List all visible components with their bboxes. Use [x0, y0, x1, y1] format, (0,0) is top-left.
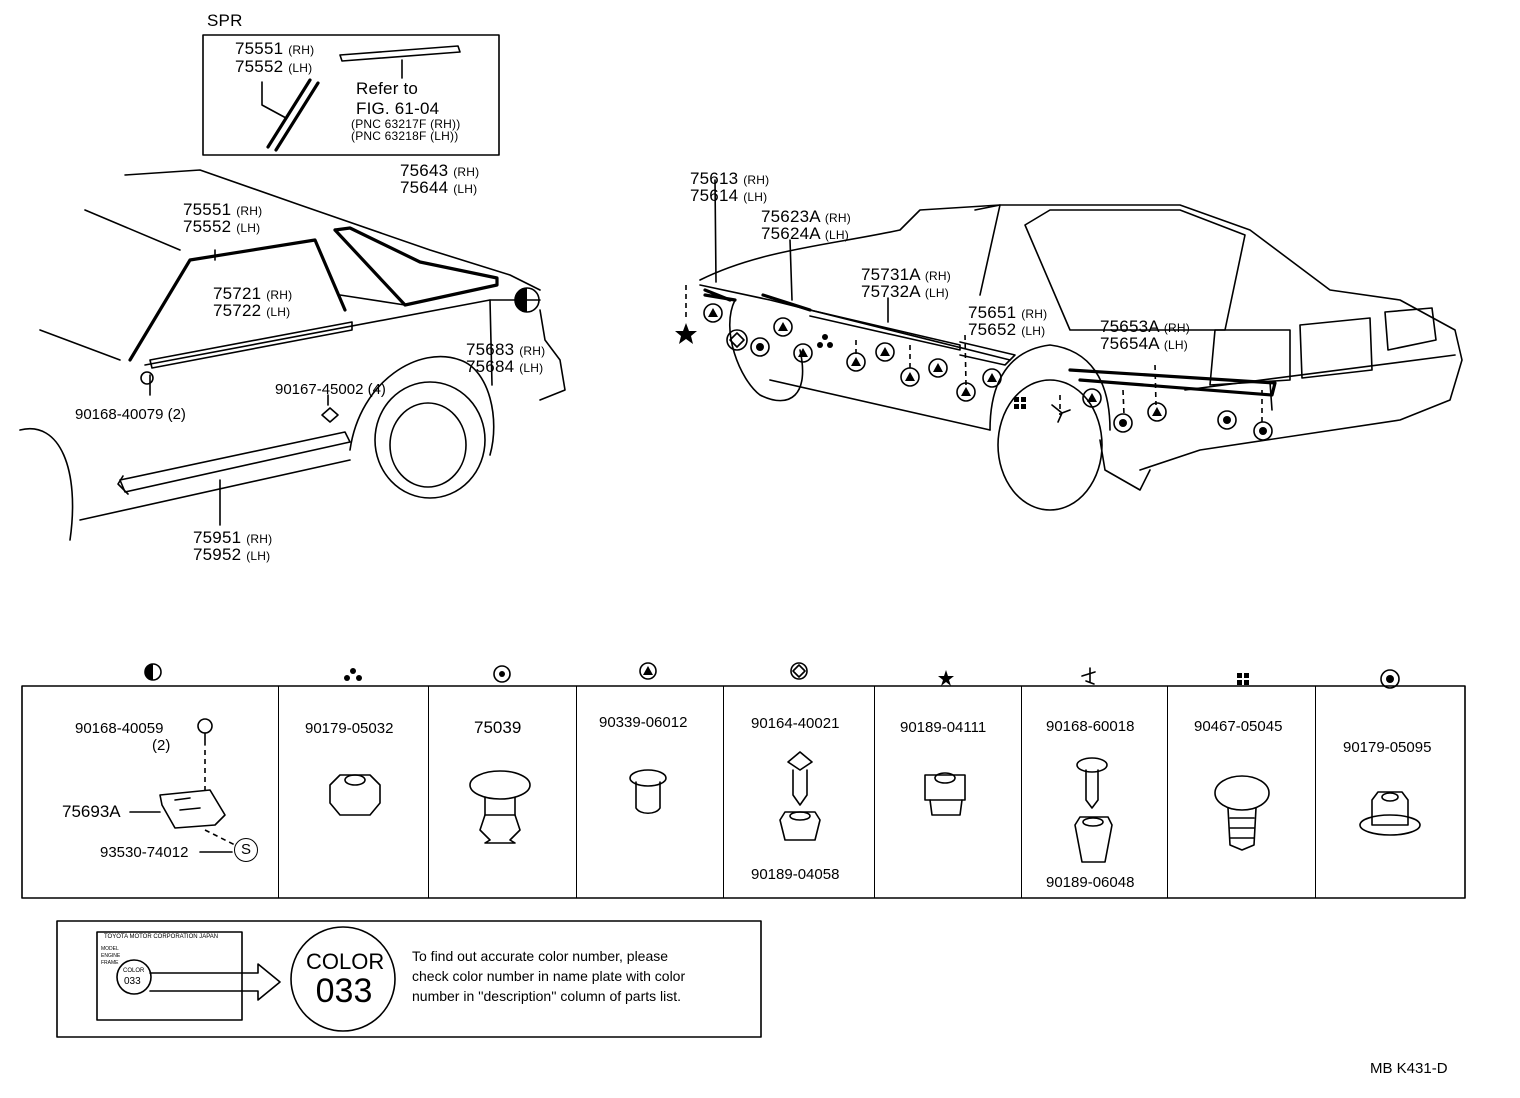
- spr-title: SPR: [207, 11, 243, 30]
- table-divider: [278, 686, 279, 898]
- part-90164-40021: 90164-40021: [751, 715, 840, 732]
- plate-small-num: 033: [124, 976, 141, 987]
- left-car-drawing: [19, 169, 566, 541]
- label-75624A: 75624A (LH): [761, 224, 849, 243]
- spr-molding-top: [339, 45, 461, 62]
- color-circle: [290, 926, 396, 1032]
- part-90168-60018: 90168-60018: [1046, 718, 1135, 735]
- table-divider: [1167, 686, 1168, 898]
- plate-corp: TOYOTA MOTOR CORPORATION JAPAN: [104, 934, 219, 940]
- spr-pnc-rh: (PNC 63217F (RH)): [351, 117, 461, 131]
- spr-part-rh: 75551 (RH): [235, 39, 315, 58]
- label-75721: 75721 (RH): [213, 284, 293, 303]
- label-75613: 75613 (RH): [690, 169, 770, 188]
- part-90189-04111: 90189-04111: [900, 719, 987, 736]
- spr-refer: Refer to: [356, 79, 419, 98]
- table-header-symbols: [144, 662, 1400, 689]
- part-90467-05045: 90467-05045: [1194, 718, 1283, 735]
- seal-s-mark: S: [234, 838, 258, 862]
- label-75551: 75551 (RH): [183, 200, 263, 219]
- label-75552: 75552 (LH): [183, 217, 261, 236]
- big-color-text: COLOR: [306, 949, 385, 974]
- part-90179-05032: 90179-05032: [305, 720, 394, 737]
- big-color-number: 033: [315, 972, 373, 1010]
- label-75722: 75722 (LH): [213, 301, 291, 320]
- label-75684: 75684 (LH): [466, 357, 544, 376]
- label-75653A: 75653A (RH): [1100, 317, 1190, 336]
- arrow-right: [149, 963, 281, 1001]
- label-75952: 75952 (LH): [193, 545, 271, 564]
- part-90339-06012: 90339-06012: [599, 714, 688, 731]
- spr-box: [202, 34, 500, 156]
- label-75614: 75614 (LH): [690, 186, 768, 205]
- part-90179-05095: 90179-05095: [1343, 739, 1432, 756]
- plate-small-color: COLOR: [123, 968, 145, 974]
- part-90189-06048: 90189-06048: [1046, 874, 1135, 891]
- part-75693A: 75693A: [62, 802, 121, 821]
- part-qty: (2): [152, 737, 171, 754]
- label-75644: 75644 (LH): [400, 178, 478, 197]
- label-75651: 75651 (RH): [968, 303, 1048, 322]
- label-75652: 75652 (LH): [968, 320, 1046, 339]
- label-75731A: 75731A (RH): [861, 265, 951, 284]
- color-note: To find out accurate color number, pleas…: [412, 948, 686, 1004]
- part-93530-74012: 93530-74012: [100, 844, 189, 861]
- part-75039: 75039: [474, 718, 522, 737]
- label-90167-45002: 90167-45002 (4): [275, 381, 386, 398]
- right-car-drawing: [685, 179, 1463, 511]
- table-divider: [723, 686, 724, 898]
- label-75951: 75951 (RH): [193, 528, 273, 547]
- table-divider: [874, 686, 875, 898]
- spr-molding-diag: [266, 78, 320, 152]
- part-90189-04058: 90189-04058: [751, 866, 840, 883]
- part-90168-40059: 90168-40059: [75, 720, 164, 737]
- label-75623A: 75623A (RH): [761, 207, 851, 226]
- fastener-table-frame: [21, 685, 1466, 899]
- footer-code: MB K431-D: [1370, 1060, 1448, 1077]
- table-divider: [1315, 686, 1316, 898]
- label-75643: 75643 (RH): [400, 161, 480, 180]
- table-part-drawings: [129, 718, 1421, 863]
- label-75654A: 75654A (LH): [1100, 334, 1188, 353]
- table-divider: [576, 686, 577, 898]
- spr-fig: FIG. 61-04: [356, 99, 440, 118]
- label-75732A: 75732A (LH): [861, 282, 949, 301]
- spr-part-lh: 75552 (LH): [235, 57, 313, 76]
- fastener-symbols: [675, 303, 1273, 441]
- table-divider: [428, 686, 429, 898]
- color-plate-frame: [56, 920, 762, 1038]
- label-90168-40079: 90168-40079 (2): [75, 406, 186, 423]
- label-75683: 75683 (RH): [466, 340, 546, 359]
- spr-pnc-lh: (PNC 63218F (LH)): [351, 129, 459, 143]
- table-divider: [1021, 686, 1022, 898]
- name-plate: [96, 931, 243, 1021]
